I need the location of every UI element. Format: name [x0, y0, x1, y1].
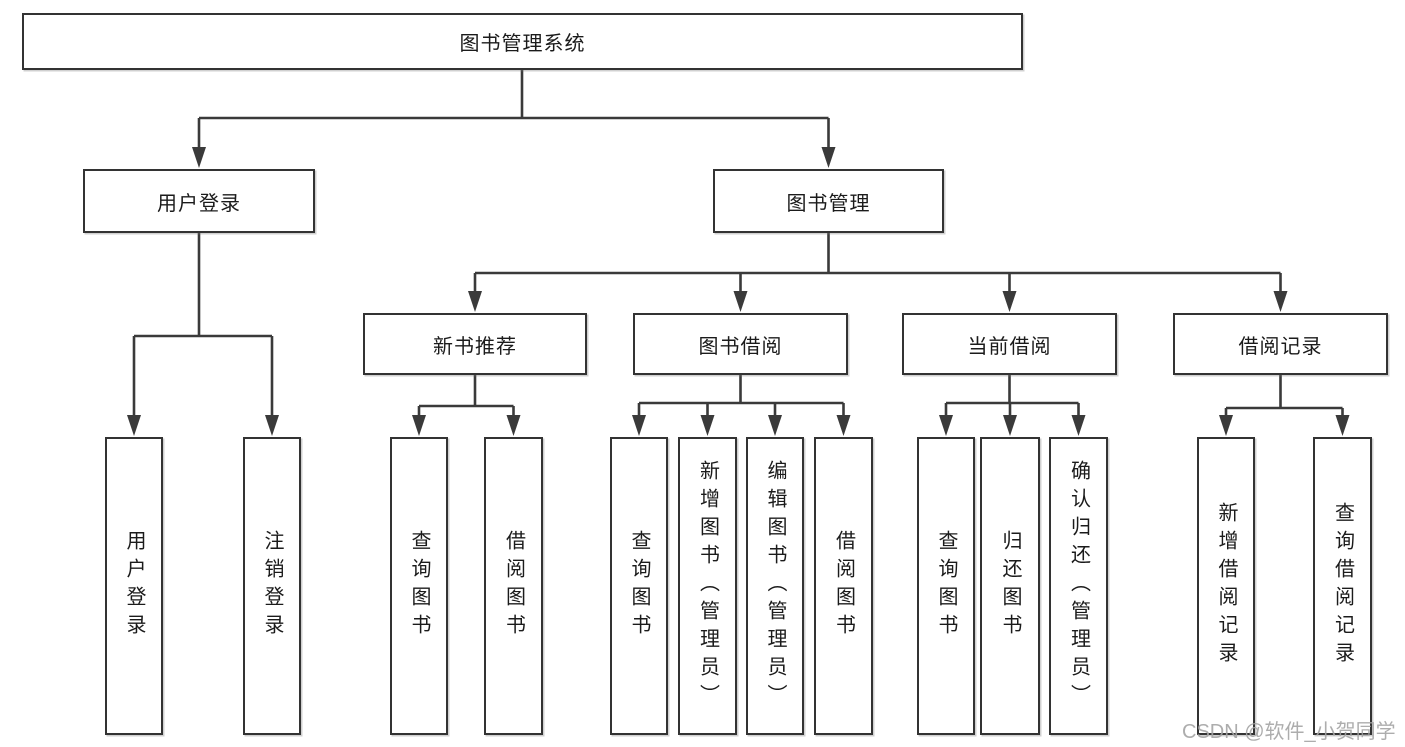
node-leaf-edit-books-admin: 编辑图书（管理员）: [746, 437, 804, 735]
node-label: 编辑图书（管理员）: [764, 460, 786, 712]
arrowheads: [127, 147, 1350, 436]
node-new-book-recommendation: 新书推荐: [363, 313, 587, 375]
node-leaf-logout: 注销登录: [243, 437, 301, 735]
node-label: 新增图书（管理员）: [696, 460, 719, 712]
node-user-login: 用户登录: [83, 169, 315, 233]
node-library-management-system: 图书管理系统: [22, 13, 1023, 70]
csdn-watermark: CSDN @软件_小贺同学: [1182, 721, 1396, 743]
node-label: 查询图书: [628, 530, 650, 642]
node-leaf-add-books-admin: 新增图书（管理员）: [678, 437, 737, 735]
node-label: 图书借阅: [698, 335, 783, 358]
node-leaf-borrow-books-2: 借阅图书: [814, 437, 873, 735]
node-label: 查询借阅记录: [1331, 502, 1354, 670]
node-current-borrowing: 当前借阅: [902, 313, 1117, 375]
node-leaf-confirm-return-admin: 确认归还（管理员）: [1049, 437, 1108, 735]
node-label: 借阅图书: [832, 530, 855, 642]
node-leaf-query-books-3: 查询图书: [917, 437, 975, 735]
node-leaf-add-borrow-record: 新增借阅记录: [1197, 437, 1255, 735]
node-leaf-user-login: 用户登录: [105, 437, 163, 735]
node-borrowing-records: 借阅记录: [1173, 313, 1388, 375]
node-leaf-borrow-books-1: 借阅图书: [484, 437, 543, 735]
node-label: 新增借阅记录: [1215, 502, 1237, 670]
node-label: 图书管理系统: [459, 33, 586, 55]
node-label: 当前借阅: [967, 335, 1052, 358]
node-label: 借阅记录: [1238, 335, 1323, 358]
node-book-borrowing: 图书借阅: [633, 313, 848, 375]
node-label: 借阅图书: [502, 530, 525, 642]
node-leaf-return-books: 归还图书: [980, 437, 1040, 735]
node-label: 用户登录: [123, 530, 145, 642]
node-label: 新书推荐: [433, 335, 517, 358]
node-leaf-query-books-1: 查询图书: [390, 437, 448, 735]
node-label: 确认归还（管理员）: [1067, 460, 1090, 712]
node-label: 查询图书: [408, 530, 430, 642]
node-label: 查询图书: [935, 530, 957, 642]
node-label: 用户登录: [157, 192, 241, 215]
node-leaf-query-borrow-record: 查询借阅记录: [1313, 437, 1372, 735]
node-book-management: 图书管理: [713, 169, 944, 233]
node-leaf-query-books-2: 查询图书: [610, 437, 668, 735]
node-label: 归还图书: [999, 530, 1021, 642]
node-label: 注销登录: [261, 530, 283, 642]
node-label: 图书管理: [786, 192, 871, 215]
